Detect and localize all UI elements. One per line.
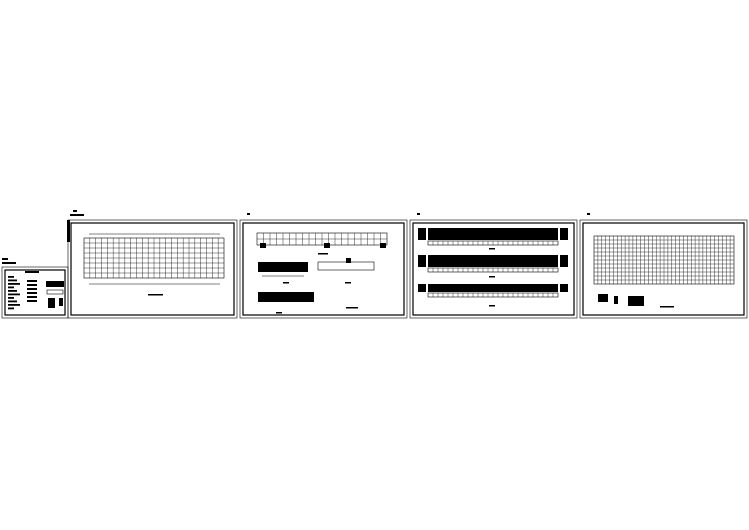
elevation-block (258, 262, 308, 272)
sheet-tab-mark (67, 220, 70, 242)
caption-mark (489, 248, 495, 250)
elevation-block (428, 228, 558, 240)
elevation-dims (560, 228, 568, 240)
elevation-block (258, 292, 314, 302)
detail-mark (614, 296, 618, 304)
section-detail (260, 243, 266, 248)
sheet-legend (1, 258, 69, 319)
legend-text-line (8, 304, 20, 306)
elevation-dims (560, 255, 568, 267)
legend-text-line (27, 296, 37, 298)
sheet-3-elevations (409, 213, 578, 319)
legend-text-line (8, 293, 20, 296)
caption-mark (276, 312, 282, 314)
section-detail (324, 243, 330, 248)
sheet-title-mark (2, 262, 16, 264)
sheet-outer-border (67, 219, 238, 319)
sheet-title-mark (73, 210, 77, 212)
legend-text-line (8, 307, 14, 310)
legend-text-line (8, 283, 20, 285)
sheet-title-mark (247, 213, 250, 215)
sheet-outer-border (239, 219, 408, 319)
sheet-title-mark (2, 258, 8, 260)
elevation-block (428, 284, 558, 292)
plan-caption-mark (148, 294, 163, 296)
caption-mark (345, 282, 351, 284)
title-block-mark (346, 307, 358, 309)
sheet-inner-border (582, 222, 745, 316)
elevation-grid (427, 267, 559, 273)
legend-text-line (27, 300, 37, 302)
elevation-dims (418, 228, 426, 240)
section-detail (346, 258, 351, 263)
legend-text-line (8, 279, 17, 282)
sheet-inner-border (70, 222, 235, 316)
section-detail (380, 243, 386, 248)
section-grid (256, 232, 388, 246)
caption-mark (283, 282, 289, 284)
title-block-mark (660, 306, 674, 308)
sheet-inner-border (242, 222, 405, 316)
sheet-1-plan (67, 210, 238, 319)
elevation-grid (427, 240, 559, 246)
legend-text-line (27, 280, 37, 282)
sheet-outer-border (409, 219, 578, 319)
roof-grid (593, 235, 735, 285)
sheet-inner-border (4, 269, 66, 316)
legend-text-line (27, 288, 37, 290)
legend-text-line (27, 292, 37, 294)
caption-mark (489, 276, 495, 278)
legend-block (48, 298, 55, 308)
sheet-title-mark (417, 213, 420, 215)
legend-text-line (8, 276, 14, 278)
drawing-sheets (1, 210, 748, 319)
legend-text-line (8, 297, 14, 299)
sheet-title-mark (70, 214, 84, 216)
legend-text-line (8, 300, 17, 303)
elevation-dims (418, 255, 426, 267)
legend-block (59, 298, 63, 306)
sheet-2-sections (239, 213, 408, 319)
legend-text-line (27, 284, 37, 286)
caption-mark (318, 253, 328, 255)
caption-mark (489, 305, 495, 307)
legend-heading-mark (25, 271, 39, 273)
elevation-grid (427, 292, 559, 298)
elevation-outline (317, 261, 375, 271)
legend-box (46, 289, 64, 295)
legend-text-line (8, 286, 14, 289)
legend-block (46, 281, 64, 287)
sheet-title-mark (587, 213, 590, 215)
elevation-dims (560, 284, 568, 292)
sheet-4-roof-plan (579, 213, 748, 319)
detail-mark (628, 296, 644, 306)
elevation-block (428, 255, 558, 267)
legend-text-line (8, 290, 17, 292)
detail-mark (598, 294, 608, 302)
elevation-dims (418, 284, 426, 292)
plan-grid (83, 237, 225, 279)
sheet-inner-border (412, 222, 575, 316)
sheet-outer-border (579, 219, 748, 319)
